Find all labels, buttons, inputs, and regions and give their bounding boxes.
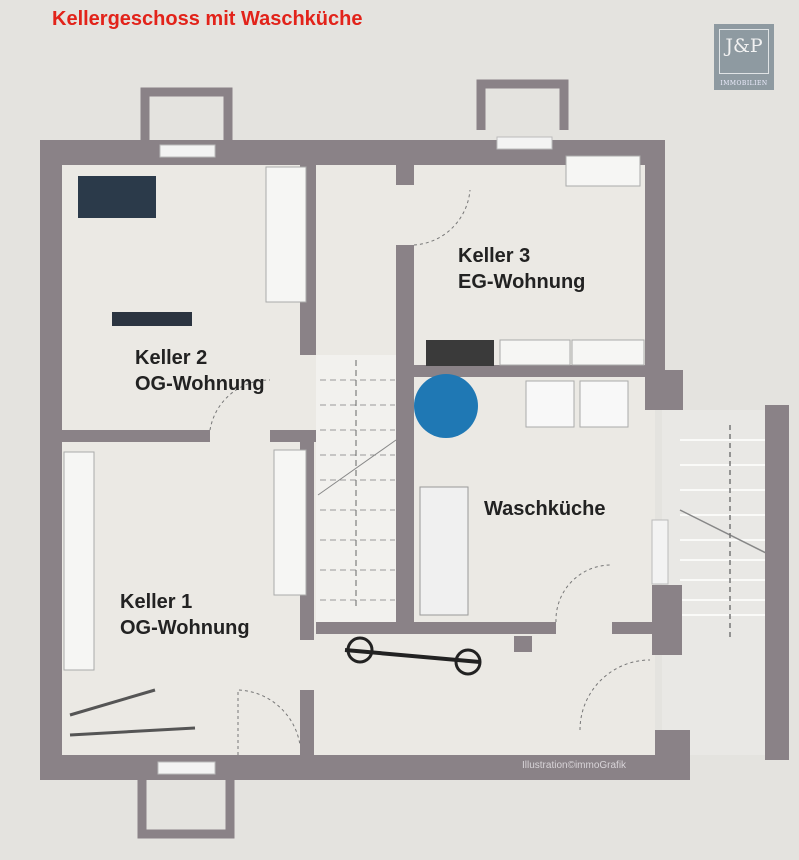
stair-wall [765,405,789,760]
weight-bench [112,312,192,326]
windows [157,136,669,775]
company-logo: J&P IMMOBILIEN [714,24,774,90]
clothes-rack [419,486,469,616]
room-name: Keller 3 [458,245,531,267]
logo-subtext: IMMOBILIEN [720,80,768,87]
external-stairs [662,410,772,755]
door-swings [209,189,651,755]
bottle-crate [426,340,494,366]
illustration-credit: Illustration©immoGrafik [522,760,627,771]
room-label-waschkueche: Waschküche [484,496,606,522]
pillar [514,636,532,652]
room-name: Keller 2 [135,347,208,369]
counter [499,339,571,366]
shelf [565,155,641,187]
logo-frame [719,29,769,74]
room-label-keller-1: Keller 1 OG-Wohnung [120,589,250,641]
weight-rack [78,176,156,218]
room-label-keller-3: Keller 3 EG-Wohnung [458,243,585,295]
shelf [63,451,95,671]
room-label-keller-2: Keller 2 OG-Wohnung [135,345,265,397]
room-owner: EG-Wohnung [458,271,586,293]
furniture [63,155,645,737]
room-owner: OG-Wohnung [135,373,265,395]
light-wells [137,79,569,839]
room-owner: OG-Wohnung [120,617,250,639]
shelf [273,449,307,596]
skis [69,688,156,717]
room-name: Keller 1 [120,591,193,613]
walls [40,140,690,780]
page-title: Kellergeschoss mit Waschküche [52,8,363,30]
washing-machine [525,380,575,428]
dryer [579,380,629,428]
interior-stairs [316,355,398,623]
room-name: Waschküche [484,498,606,520]
laundry-basket [414,374,478,438]
counter [571,339,645,366]
shelf [265,166,307,303]
logo-text: J&P [725,35,763,57]
